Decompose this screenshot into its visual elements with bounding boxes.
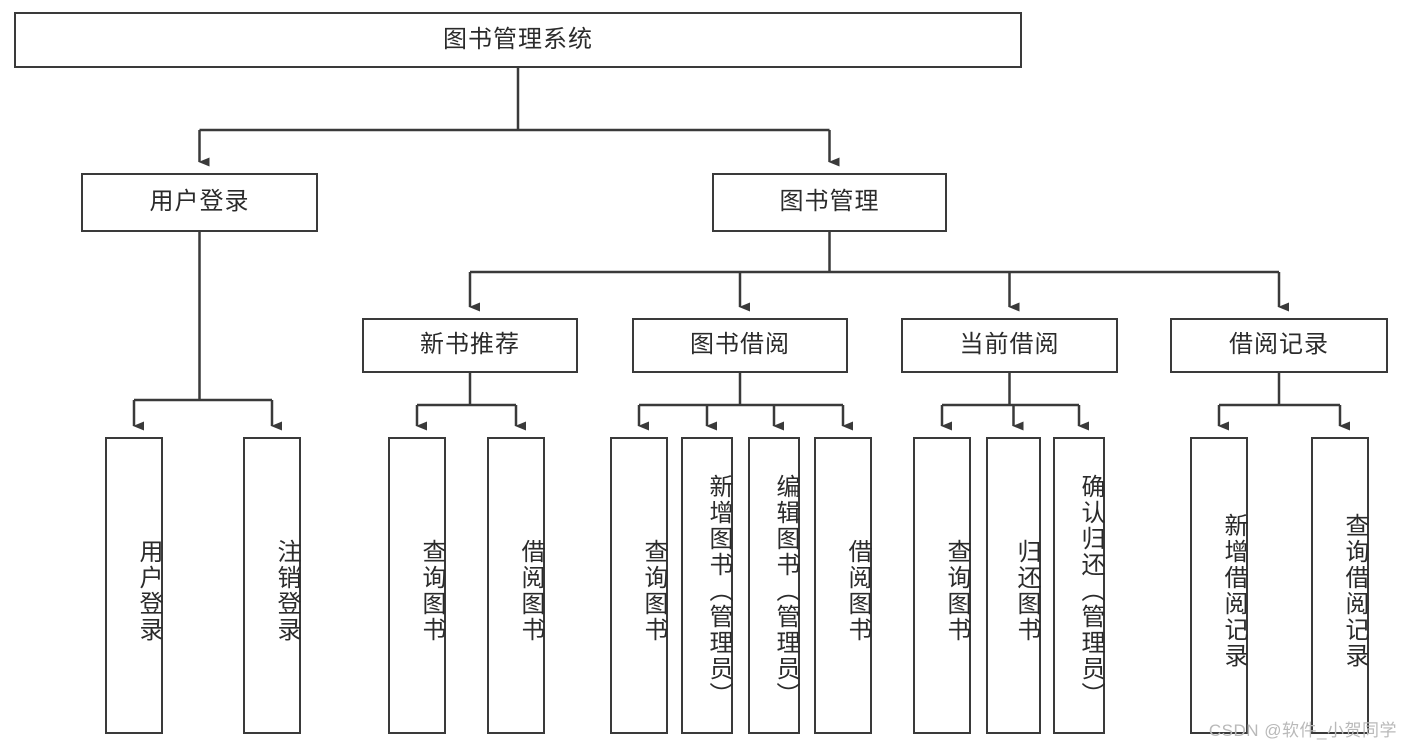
node-current-borrow-label: 当前借阅 [959, 331, 1060, 359]
leaf-current-confirm-return-admin-label: 确认归还（管理员） [1077, 473, 1104, 708]
leaf-record-add-record[interactable]: 新增借阅记录 [1190, 437, 1248, 734]
leaf-newbook-query-book-label: 查询图书 [418, 538, 445, 643]
node-current-borrow[interactable]: 当前借阅 [901, 318, 1118, 373]
node-new-book-recommend[interactable]: 新书推荐 [362, 318, 578, 373]
leaf-record-add-record-label: 新增借阅记录 [1220, 512, 1247, 669]
leaf-borrow-edit-book-admin[interactable]: 编辑图书（管理员） [748, 437, 800, 734]
node-new-book-recommend-label: 新书推荐 [420, 331, 520, 359]
leaf-user-login[interactable]: 用户登录 [105, 437, 163, 734]
node-book-management-module[interactable]: 图书管理 [712, 173, 947, 232]
leaf-user-logout-label: 注销登录 [273, 538, 300, 643]
node-borrow-record-label: 借阅记录 [1229, 331, 1329, 359]
node-user-login-module[interactable]: 用户登录 [81, 173, 318, 232]
leaf-newbook-borrow-book-label: 借阅图书 [517, 538, 544, 643]
leaf-borrow-borrow-book[interactable]: 借阅图书 [814, 437, 872, 734]
leaf-borrow-add-book-admin[interactable]: 新增图书（管理员） [681, 437, 733, 734]
watermark: CSDN @软件_小贺同学 [1208, 721, 1397, 740]
leaf-newbook-query-book[interactable]: 查询图书 [388, 437, 446, 734]
leaf-current-query-book-label: 查询图书 [943, 538, 970, 643]
leaf-current-return-book[interactable]: 归还图书 [986, 437, 1041, 734]
node-book-borrow[interactable]: 图书借阅 [632, 318, 848, 373]
node-book-management-module-label: 图书管理 [779, 188, 880, 216]
leaf-user-logout[interactable]: 注销登录 [243, 437, 301, 734]
leaf-current-query-book[interactable]: 查询图书 [913, 437, 971, 734]
node-root[interactable]: 图书管理系统 [14, 12, 1022, 68]
leaf-record-query-record-label: 查询借阅记录 [1341, 512, 1368, 669]
leaf-current-return-book-label: 归还图书 [1013, 538, 1040, 643]
leaf-borrow-add-book-admin-label: 新增图书（管理员） [705, 473, 732, 708]
leaf-user-login-label: 用户登录 [135, 538, 162, 643]
leaf-current-confirm-return-admin[interactable]: 确认归还（管理员） [1053, 437, 1105, 734]
leaf-borrow-query-book-label: 查询图书 [640, 538, 667, 643]
node-root-label: 图书管理系统 [443, 25, 593, 53]
node-book-borrow-label: 图书借阅 [690, 331, 790, 359]
leaf-borrow-borrow-book-label: 借阅图书 [844, 538, 871, 643]
leaf-record-query-record[interactable]: 查询借阅记录 [1311, 437, 1369, 734]
leaf-newbook-borrow-book[interactable]: 借阅图书 [487, 437, 545, 734]
node-borrow-record[interactable]: 借阅记录 [1170, 318, 1388, 373]
leaf-borrow-edit-book-admin-label: 编辑图书（管理员） [772, 473, 799, 708]
leaf-borrow-query-book[interactable]: 查询图书 [610, 437, 668, 734]
node-user-login-module-label: 用户登录 [149, 188, 250, 216]
